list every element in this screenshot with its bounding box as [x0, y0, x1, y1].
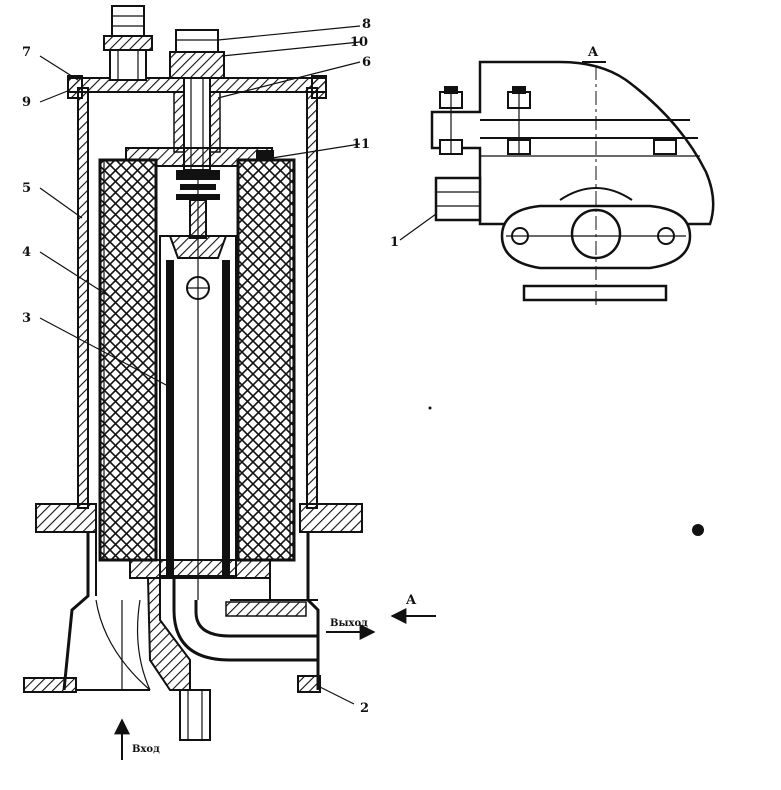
inlet-boss — [146, 577, 211, 741]
lower-body — [23, 532, 321, 693]
bottom-plate — [129, 559, 271, 579]
arrow-a-label: A — [405, 593, 417, 608]
label-10: 10 — [350, 35, 368, 50]
label-7: 7 — [22, 45, 31, 60]
inner-cover-plate — [125, 147, 274, 167]
label-6: 6 — [362, 55, 371, 70]
view-a-bolts — [439, 86, 677, 155]
ink-dot — [428, 406, 432, 410]
label-5: 5 — [22, 181, 31, 196]
leader-lines — [39, 25, 361, 705]
ink-blot — [692, 524, 704, 536]
middle-flange-right — [299, 503, 363, 533]
inlet-label: Вход — [132, 744, 160, 755]
outlet-pipe — [172, 578, 318, 662]
label-3: 3 — [22, 311, 31, 326]
spring-assembly — [176, 170, 220, 200]
label-2: 2 — [360, 701, 369, 716]
label-9: 9 — [22, 95, 31, 110]
view-a: A — [390, 45, 715, 308]
middle-flange-left — [35, 503, 97, 533]
top-left-fitting — [103, 5, 153, 81]
label-1: 1 — [390, 235, 399, 250]
view-a-base — [522, 284, 668, 302]
outlet-label: Выход — [330, 618, 368, 629]
central-tube — [159, 180, 237, 600]
view-a-fitting — [434, 176, 482, 222]
filter-cartridge-right — [236, 158, 296, 562]
label-8: 8 — [362, 17, 371, 32]
label-11: 11 — [352, 137, 370, 152]
view-a-title: A — [587, 45, 599, 60]
label-4: 4 — [22, 245, 31, 260]
main-section-view: 7 9 5 4 3 8 10 6 11 2 Выход Вход A — [22, 5, 436, 760]
filter-cartridge-left — [98, 158, 158, 562]
